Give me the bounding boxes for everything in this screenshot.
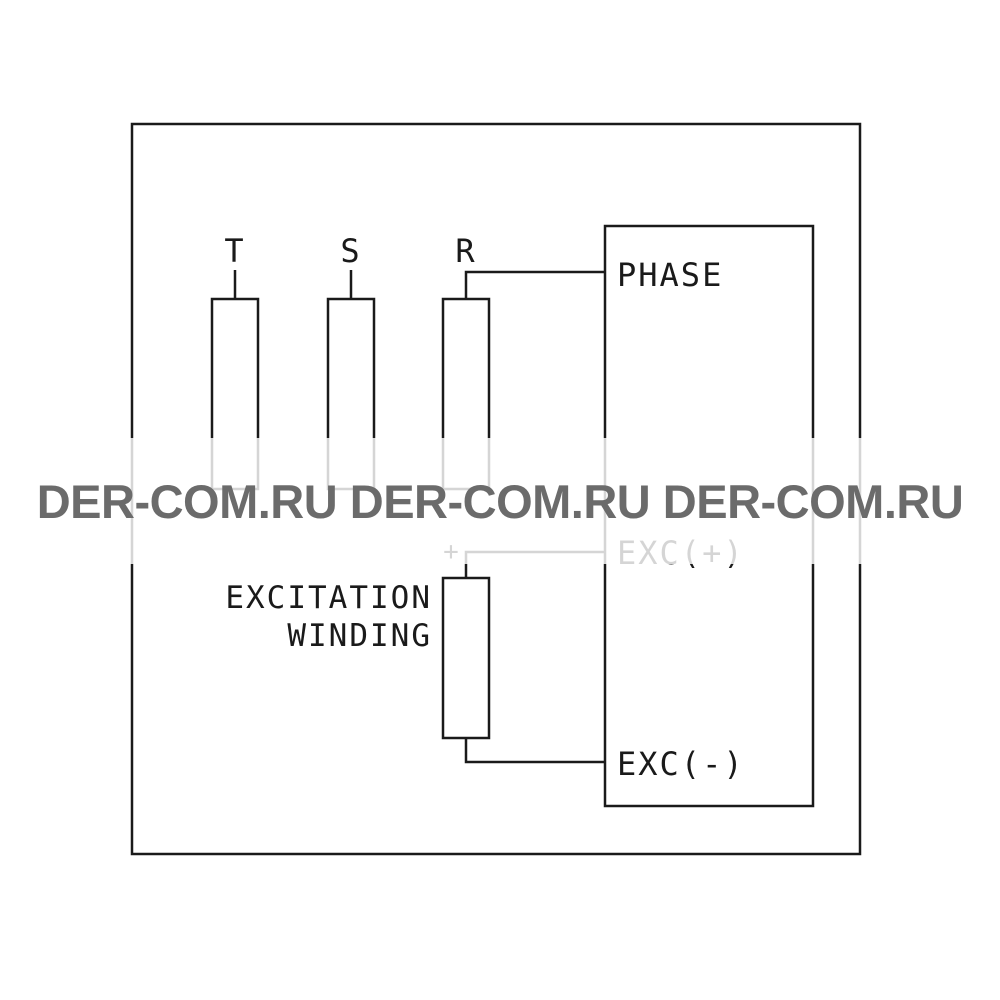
phase-wire	[464, 270, 605, 299]
phase-label: PHASE	[617, 256, 723, 294]
excitation-winding-body	[441, 576, 491, 740]
exc-minus-label: EXC(-)	[617, 745, 745, 783]
terminal-s-label: S	[340, 232, 361, 270]
watermark-band	[0, 438, 1000, 564]
excitation-winding	[441, 550, 605, 764]
excitation-label-line1: EXCITATION	[225, 580, 432, 616]
exc-minus-wire	[464, 738, 605, 764]
watermark: DER-COM.RU DER-COM.RU DER-COM.RU	[36, 474, 964, 528]
terminal-r-label: R	[455, 232, 476, 270]
excitation-label-line2: WINDING	[287, 618, 432, 654]
terminal-t-label: T	[224, 232, 245, 270]
